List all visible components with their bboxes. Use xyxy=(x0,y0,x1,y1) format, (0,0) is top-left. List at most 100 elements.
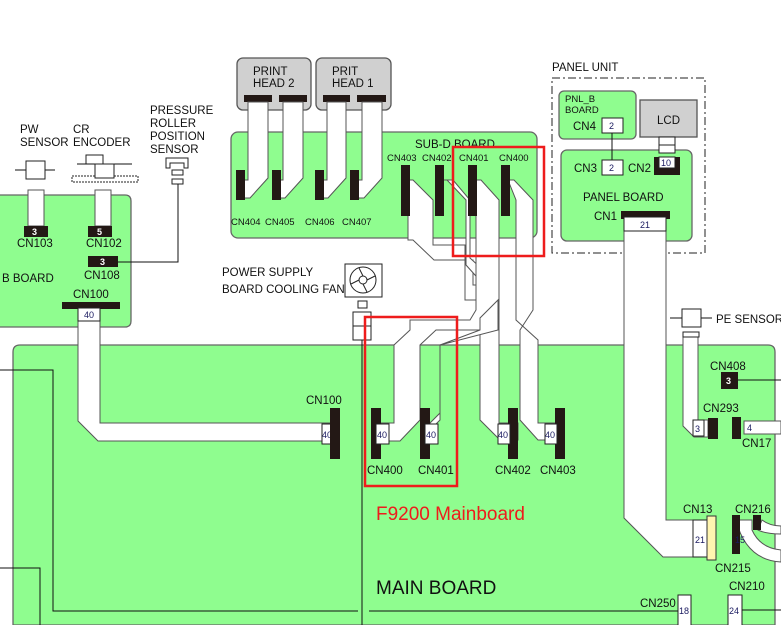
annotation-label: F9200 Mainboard xyxy=(376,504,525,525)
cn3-label: CN3 xyxy=(574,163,597,175)
sub-d-board-label: SUB-D BOARD xyxy=(415,139,495,151)
cn404-label: CN404 xyxy=(231,217,261,228)
cn17-pins: 4 xyxy=(747,423,752,433)
cn4-pins: 2 xyxy=(609,121,614,131)
subd-highlight-box xyxy=(451,145,546,258)
print-head-1-label: HEAD 1 xyxy=(332,78,374,90)
cn17-cable xyxy=(743,420,781,435)
cn408-label: CN408 xyxy=(710,361,746,373)
main-cn403-connector xyxy=(555,408,565,459)
subd-cn400-label: CN400 xyxy=(499,153,529,164)
pressure-sensor-label: ROLLER xyxy=(150,118,196,130)
cn102-connector xyxy=(88,226,112,237)
fan-label: POWER SUPPLY xyxy=(222,267,313,279)
cn210-pins: 24 xyxy=(729,606,739,616)
print-head-2-label: PRINT xyxy=(253,66,288,78)
fan-label: BOARD COOLING FAN xyxy=(222,284,345,296)
cn103-connector xyxy=(24,226,48,237)
cn210-connector xyxy=(727,594,743,625)
pressure-sensor-label: SENSOR xyxy=(150,144,199,156)
cn250-label: CN250 xyxy=(640,598,676,610)
cn408-pins: 3 xyxy=(726,376,731,386)
pe-sensor-icon xyxy=(681,308,702,328)
cn108-label: CN108 xyxy=(84,270,120,282)
subd-to-main-cables xyxy=(380,179,557,442)
cr-board-label: B BOARD xyxy=(2,273,54,285)
cn2-pins: 10 xyxy=(661,158,671,168)
subd-cn400-connector xyxy=(501,165,510,216)
pw-sensor-label: PW xyxy=(20,124,39,136)
cn293-label: CN293 xyxy=(703,403,739,415)
cn2-label: CN2 xyxy=(628,163,651,175)
pressure-sensor-wire xyxy=(118,184,179,263)
pnl-b-label: BOARD xyxy=(565,105,599,116)
main-cn402-label: CN402 xyxy=(495,465,531,477)
panel-unit-label: PANEL UNIT xyxy=(552,62,618,74)
pe-sensor-label: PE SENSOR xyxy=(716,314,781,326)
cn108-pins: 3 xyxy=(100,257,105,267)
panel-board-label: PANEL BOARD xyxy=(583,192,664,204)
pressure-sensor-label: PRESSURE xyxy=(150,105,214,117)
main-cn402-pins: 40 xyxy=(498,430,508,440)
main-cn402-connector xyxy=(508,408,518,459)
cn216-connector xyxy=(753,515,761,530)
cr-cn100-label: CN100 xyxy=(73,289,109,301)
cn103-pins: 3 xyxy=(32,227,37,237)
main-cn400-label: CN400 xyxy=(367,465,403,477)
cr-encoder-cable xyxy=(94,189,112,227)
cn293-connector xyxy=(708,418,718,439)
cr-cn100-pins: 40 xyxy=(84,310,94,320)
main-board-trace xyxy=(0,567,41,625)
cn404-connector xyxy=(236,170,245,200)
print-head-2-label: HEAD 2 xyxy=(253,78,295,90)
pressure-sensor-label: POSITION xyxy=(150,131,205,143)
pnl-b-label: PNL_B xyxy=(565,94,595,105)
cn250-pins: 18 xyxy=(679,606,689,616)
cn216-label: CN216 xyxy=(735,504,771,516)
cr-encoder-label: CR xyxy=(73,124,90,136)
lcd-label: LCD xyxy=(657,115,680,127)
subd-cn402-connector xyxy=(435,165,444,216)
cn210-label: CN210 xyxy=(729,581,765,593)
cn215-pins: 15 xyxy=(735,535,745,545)
cn215-label: CN215 xyxy=(715,563,751,575)
cn250-connector xyxy=(677,594,692,625)
cr-encoder-label: ENCODER xyxy=(73,137,131,149)
cn17-label: CN17 xyxy=(742,438,771,450)
cn4-label: CN4 xyxy=(573,121,597,133)
main-highlight-box xyxy=(363,315,459,488)
main-cn403-label: CN403 xyxy=(540,465,576,477)
main-cn401-pins: 40 xyxy=(426,430,436,440)
cn17-connector xyxy=(732,417,741,439)
cn102-label: CN102 xyxy=(86,238,122,250)
pw-sensor-icon xyxy=(15,160,55,180)
cn1-connector xyxy=(621,211,670,219)
subd-cn401-label: CN401 xyxy=(459,153,489,164)
cr-encoder-icon xyxy=(71,154,139,183)
cn103-label: CN103 xyxy=(17,238,53,250)
cn407-label: CN407 xyxy=(342,217,372,228)
print-head-1-label: PRIT xyxy=(332,66,358,78)
subd-cn403-label: CN403 xyxy=(387,153,417,164)
main-cn403-pins: 40 xyxy=(545,430,555,440)
main-cn100-pins: 40 xyxy=(322,430,332,440)
main-cn401-label: CN401 xyxy=(418,465,454,477)
cn408-connector xyxy=(721,372,738,389)
pw-sensor-cable xyxy=(27,189,45,227)
subd-cn402-label: CN402 xyxy=(422,153,452,164)
cn406-label: CN406 xyxy=(305,217,335,228)
cn405-connector xyxy=(272,170,281,200)
cr-cn100-pins-box xyxy=(77,307,101,322)
main-cn400-pins: 40 xyxy=(377,430,387,440)
cn405-label: CN405 xyxy=(265,217,295,228)
cn406-connector xyxy=(315,170,324,200)
main-board-trace xyxy=(0,369,358,612)
main-board-label: MAIN BOARD xyxy=(376,578,496,599)
cn293-pins: 3 xyxy=(695,424,700,434)
cn407-connector xyxy=(350,170,359,200)
cn216-cable xyxy=(757,519,781,535)
sub-d-board xyxy=(230,131,538,239)
cn3-pins: 2 xyxy=(609,163,614,173)
cn215-cable xyxy=(735,519,781,563)
